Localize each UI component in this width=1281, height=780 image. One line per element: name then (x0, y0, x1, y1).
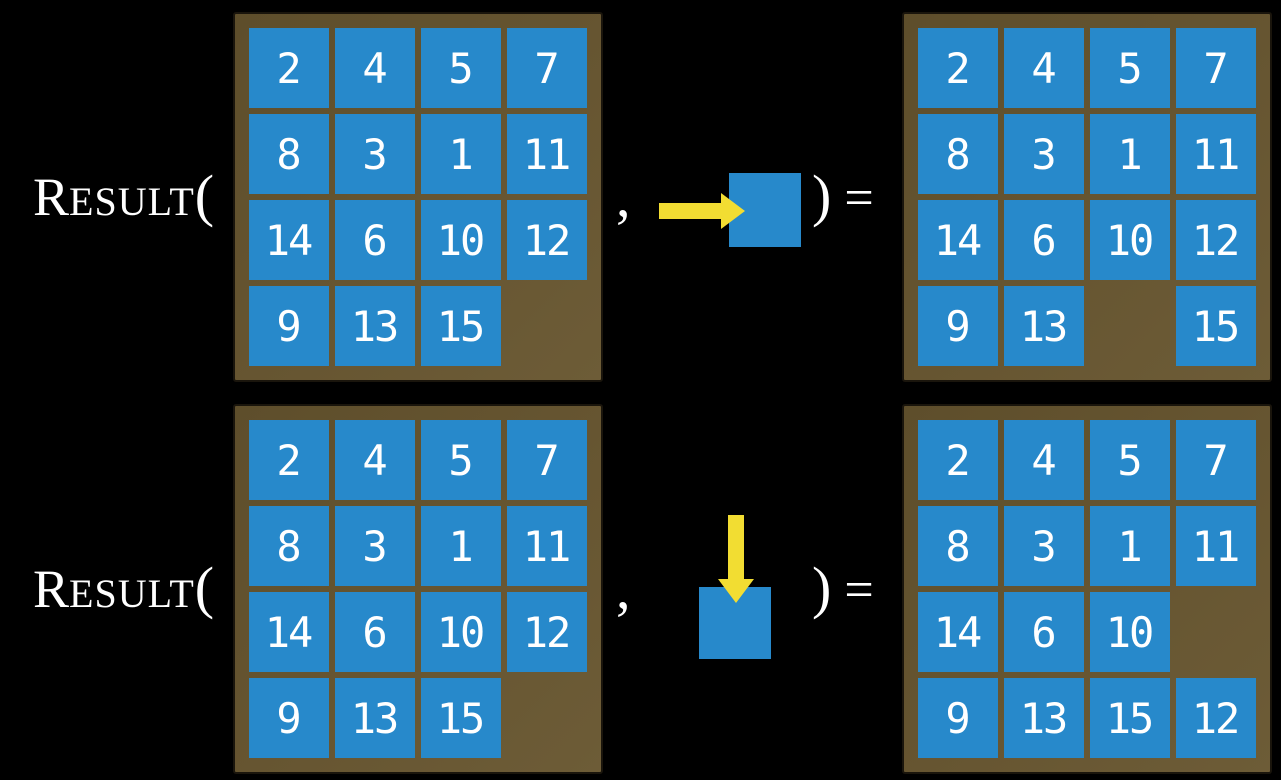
open-paren: ( (194, 163, 215, 228)
result-function-label: RESULT( (33, 559, 214, 617)
close-paren-equals: )= (812, 559, 874, 617)
function-name-initial: R (33, 167, 70, 227)
puzzle-tile-12: 12 (1176, 200, 1256, 280)
puzzle-tile-12: 12 (1176, 678, 1256, 758)
puzzle-tile-1: 1 (421, 114, 501, 194)
puzzle-tile-5: 5 (1090, 420, 1170, 500)
puzzle-tile-13: 13 (335, 286, 415, 366)
puzzle-tile-6: 6 (335, 200, 415, 280)
move-right-icon (653, 169, 805, 258)
argument-comma: , (616, 164, 631, 229)
puzzle-tile-7: 7 (507, 420, 587, 500)
puzzle-tile-14: 14 (918, 592, 998, 672)
arrow-right-icon (659, 203, 721, 219)
puzzle-tile-1: 1 (1090, 114, 1170, 194)
puzzle-tile-4: 4 (335, 420, 415, 500)
puzzle-tile-8: 8 (918, 506, 998, 586)
move-down-icon (694, 509, 778, 666)
argument-comma: , (616, 556, 631, 621)
empty-cell (507, 286, 587, 366)
close-paren-equals: )= (812, 167, 874, 225)
puzzle-tile-11: 11 (1176, 114, 1256, 194)
puzzle-tile-10: 10 (1090, 592, 1170, 672)
puzzle-tile-9: 9 (918, 286, 998, 366)
puzzle-tile-3: 3 (1004, 114, 1084, 194)
arrow-down-icon (728, 515, 744, 579)
result-function-label: RESULT( (33, 167, 214, 225)
puzzle-tile-8: 8 (918, 114, 998, 194)
puzzle-tile-2: 2 (918, 420, 998, 500)
arrow-right-into-tile-graphic (659, 173, 801, 247)
puzzle-tile-3: 3 (335, 506, 415, 586)
puzzle-tile-15: 15 (421, 286, 501, 366)
puzzle-tile-9: 9 (249, 286, 329, 366)
puzzle-tile-15: 15 (1176, 286, 1256, 366)
arrow-down-into-tile-graphic (699, 515, 771, 659)
puzzle-tile-2: 2 (918, 28, 998, 108)
puzzle-tile-4: 4 (335, 28, 415, 108)
puzzle-tile-6: 6 (1004, 592, 1084, 672)
puzzle-tile-10: 10 (421, 592, 501, 672)
puzzle-tile-8: 8 (249, 114, 329, 194)
puzzle-tile-6: 6 (335, 592, 415, 672)
puzzle-tile-1: 1 (1090, 506, 1170, 586)
puzzle-tile-11: 11 (507, 114, 587, 194)
puzzle-tile-13: 13 (1004, 286, 1084, 366)
puzzle-tile-6: 6 (1004, 200, 1084, 280)
arrow-down-head (718, 579, 754, 603)
puzzle-tile-9: 9 (918, 678, 998, 758)
equals-sign: = (844, 170, 874, 227)
function-name-rest: ESULT (69, 179, 195, 224)
equals-sign: = (844, 562, 874, 619)
arrow-right-head (721, 193, 745, 229)
puzzle-tile-15: 15 (1090, 678, 1170, 758)
puzzle-tile-14: 14 (249, 200, 329, 280)
puzzle-tile-11: 11 (1176, 506, 1256, 586)
puzzle-tile-10: 10 (421, 200, 501, 280)
puzzle-tile-3: 3 (1004, 506, 1084, 586)
puzzle-tile-12: 12 (507, 592, 587, 672)
puzzle-tile-13: 13 (1004, 678, 1084, 758)
empty-cell (507, 678, 587, 758)
empty-cell (1090, 286, 1170, 366)
puzzle-tile-10: 10 (1090, 200, 1170, 280)
puzzle-tile-7: 7 (1176, 28, 1256, 108)
puzzle-tile-4: 4 (1004, 420, 1084, 500)
puzzle-tile-7: 7 (1176, 420, 1256, 500)
puzzle-tile-5: 5 (1090, 28, 1170, 108)
puzzle-tile-4: 4 (1004, 28, 1084, 108)
puzzle-tile-1: 1 (421, 506, 501, 586)
puzzle-tile-9: 9 (249, 678, 329, 758)
function-name-initial: R (33, 559, 70, 619)
puzzle-tile-5: 5 (421, 28, 501, 108)
puzzle-tile-2: 2 (249, 420, 329, 500)
puzzle-tile-14: 14 (918, 200, 998, 280)
puzzle-tile-13: 13 (335, 678, 415, 758)
puzzle-tile-8: 8 (249, 506, 329, 586)
close-paren: ) (812, 555, 832, 620)
open-paren: ( (194, 555, 215, 620)
puzzle-tile-11: 11 (507, 506, 587, 586)
puzzle-tile-2: 2 (249, 28, 329, 108)
puzzle-tile-3: 3 (335, 114, 415, 194)
empty-cell (1176, 592, 1256, 672)
puzzle-tile-14: 14 (249, 592, 329, 672)
puzzle-tile-15: 15 (421, 678, 501, 758)
puzzle-tile-7: 7 (507, 28, 587, 108)
function-name-rest: ESULT (69, 571, 195, 616)
puzzle-tile-5: 5 (421, 420, 501, 500)
puzzle-tile-12: 12 (507, 200, 587, 280)
close-paren: ) (812, 163, 832, 228)
